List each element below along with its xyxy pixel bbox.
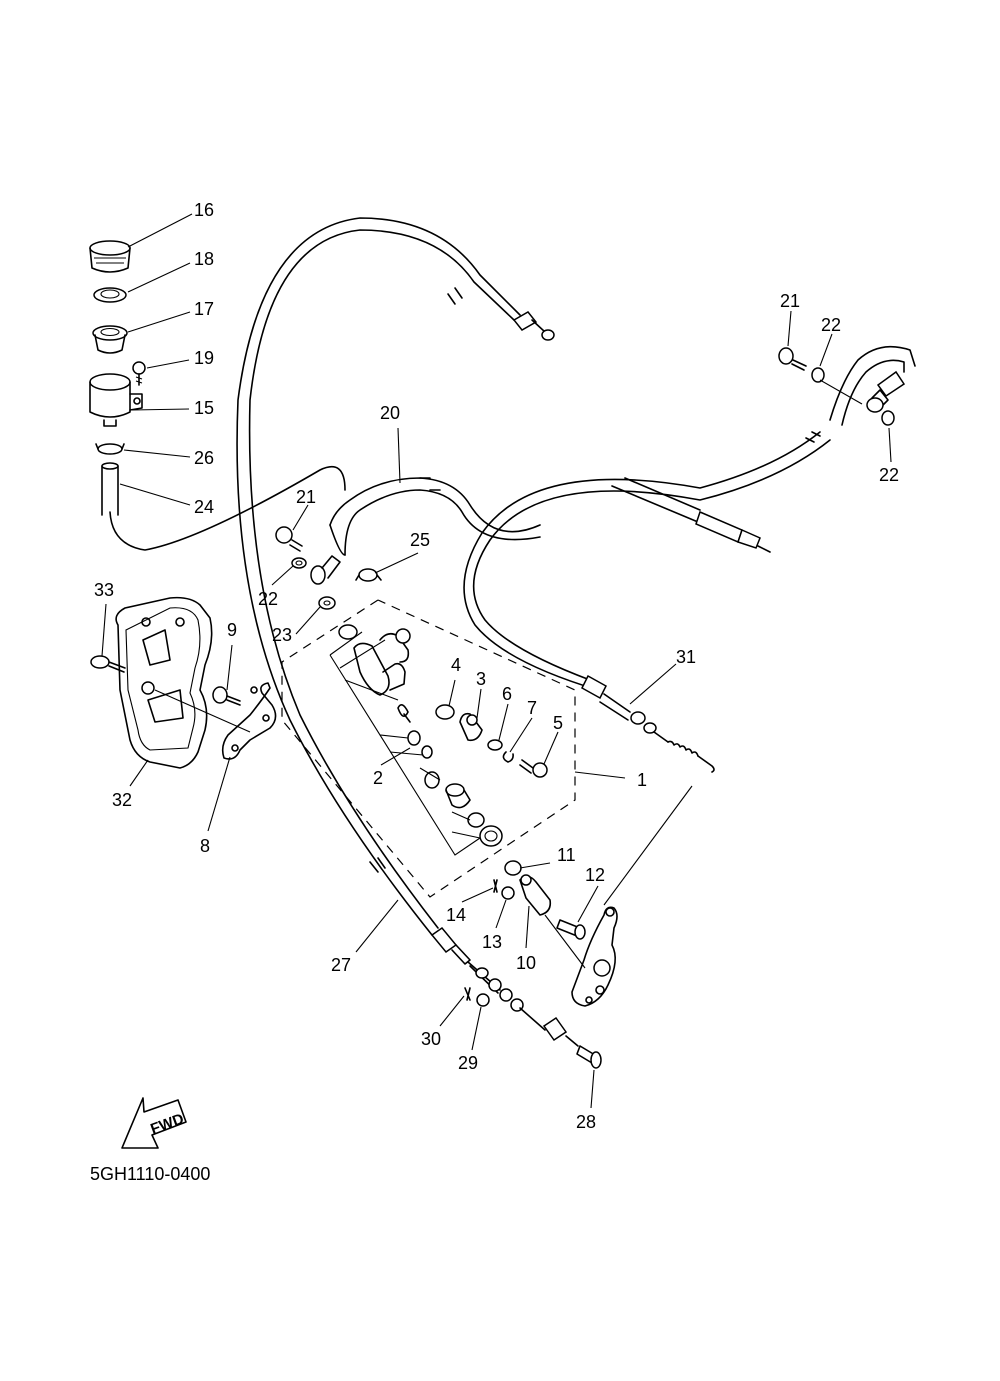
washer-6	[487, 739, 503, 751]
callout-32: 32	[112, 790, 132, 810]
o-ring-4	[435, 704, 455, 720]
leader-lines	[101, 213, 892, 1109]
union-bolt-21	[275, 526, 303, 552]
hose-right	[819, 345, 916, 426]
callout-17: 17	[194, 299, 214, 319]
bolt-9	[212, 686, 241, 706]
callout-7: 7	[527, 698, 537, 718]
washer-23	[318, 596, 336, 610]
screw-5	[519, 759, 548, 778]
callout-22-left: 22	[258, 589, 278, 609]
hose-clip-25	[355, 568, 382, 582]
washer-29	[476, 993, 490, 1007]
washer-22	[291, 557, 307, 569]
callout-19: 19	[194, 348, 214, 368]
callout-28: 28	[576, 1112, 596, 1132]
reservoir-hose	[101, 462, 346, 551]
pivot-3	[459, 712, 483, 742]
callout-10: 10	[516, 953, 536, 973]
washer-13	[501, 886, 515, 900]
callout-31: 31	[676, 647, 696, 667]
callout-21-right: 21	[780, 291, 800, 311]
stop-ring-11	[504, 860, 522, 876]
callout-11: 11	[557, 845, 576, 865]
callout-15: 15	[194, 398, 214, 418]
callout-33: 33	[94, 580, 114, 600]
washer-22-right-lower	[881, 410, 895, 426]
fwd-arrow-icon: FWD	[121, 1097, 187, 1149]
hose-clip	[95, 443, 125, 455]
callout-29: 29	[458, 1053, 478, 1073]
cable-27	[236, 217, 579, 1047]
reservoir-tank	[89, 373, 143, 427]
reservoir-cap	[89, 240, 131, 273]
pin-28	[576, 1045, 602, 1069]
callout-26: 26	[194, 448, 214, 468]
callout-4: 4	[451, 655, 461, 675]
callout-16: 16	[194, 200, 214, 220]
callout-27: 27	[331, 955, 351, 975]
bracket-cover	[115, 596, 213, 769]
washer-22-right-upper	[811, 367, 825, 383]
callout-5: 5	[553, 713, 563, 733]
callout-18: 18	[194, 249, 214, 269]
callout-8: 8	[200, 836, 210, 856]
callout-22-right-upper: 22	[821, 315, 841, 335]
cotter-pin-30	[464, 987, 471, 1001]
callout-12: 12	[585, 865, 605, 885]
banjo-fitting	[310, 555, 341, 585]
callout-labels: 16 18 17 19 15 26 24 33 9 32 8 21 22 23 …	[94, 200, 899, 1132]
joint-10	[519, 874, 552, 916]
cable-31	[463, 431, 831, 773]
callout-25: 25	[410, 530, 430, 550]
callout-2: 2	[373, 768, 383, 788]
bracket-8	[154, 682, 277, 760]
cover-bolt-33	[90, 655, 126, 673]
clip-7	[502, 751, 514, 763]
callout-1: 1	[637, 770, 647, 790]
pin-12	[556, 919, 586, 940]
callout-22-right-lower: 22	[879, 465, 899, 485]
clutch-lever-plate	[544, 906, 618, 1007]
drawing-code: 5GH1110-0400	[90, 1164, 210, 1184]
diaphragm-plate	[93, 287, 127, 303]
master-cylinder-assy-boundary	[281, 599, 576, 898]
callout-6: 6	[502, 684, 512, 704]
callout-14: 14	[446, 905, 466, 925]
callout-23: 23	[272, 625, 292, 645]
callout-21-left: 21	[296, 487, 316, 507]
callout-24: 24	[194, 497, 214, 517]
reservoir-screw	[132, 361, 146, 386]
banjo-bolt-21-right	[778, 347, 807, 371]
bracket-lines-2	[329, 631, 481, 856]
callout-30: 30	[421, 1029, 441, 1049]
cotter-pin-14	[493, 879, 498, 893]
callout-3: 3	[476, 669, 486, 689]
callout-9: 9	[227, 620, 237, 640]
hose-20	[329, 477, 541, 556]
callout-20: 20	[380, 403, 400, 423]
diaphragm	[92, 325, 128, 354]
fwd-label: FWD	[148, 1110, 186, 1138]
cylinder-inner-components	[338, 624, 503, 847]
callout-13: 13	[482, 932, 502, 952]
